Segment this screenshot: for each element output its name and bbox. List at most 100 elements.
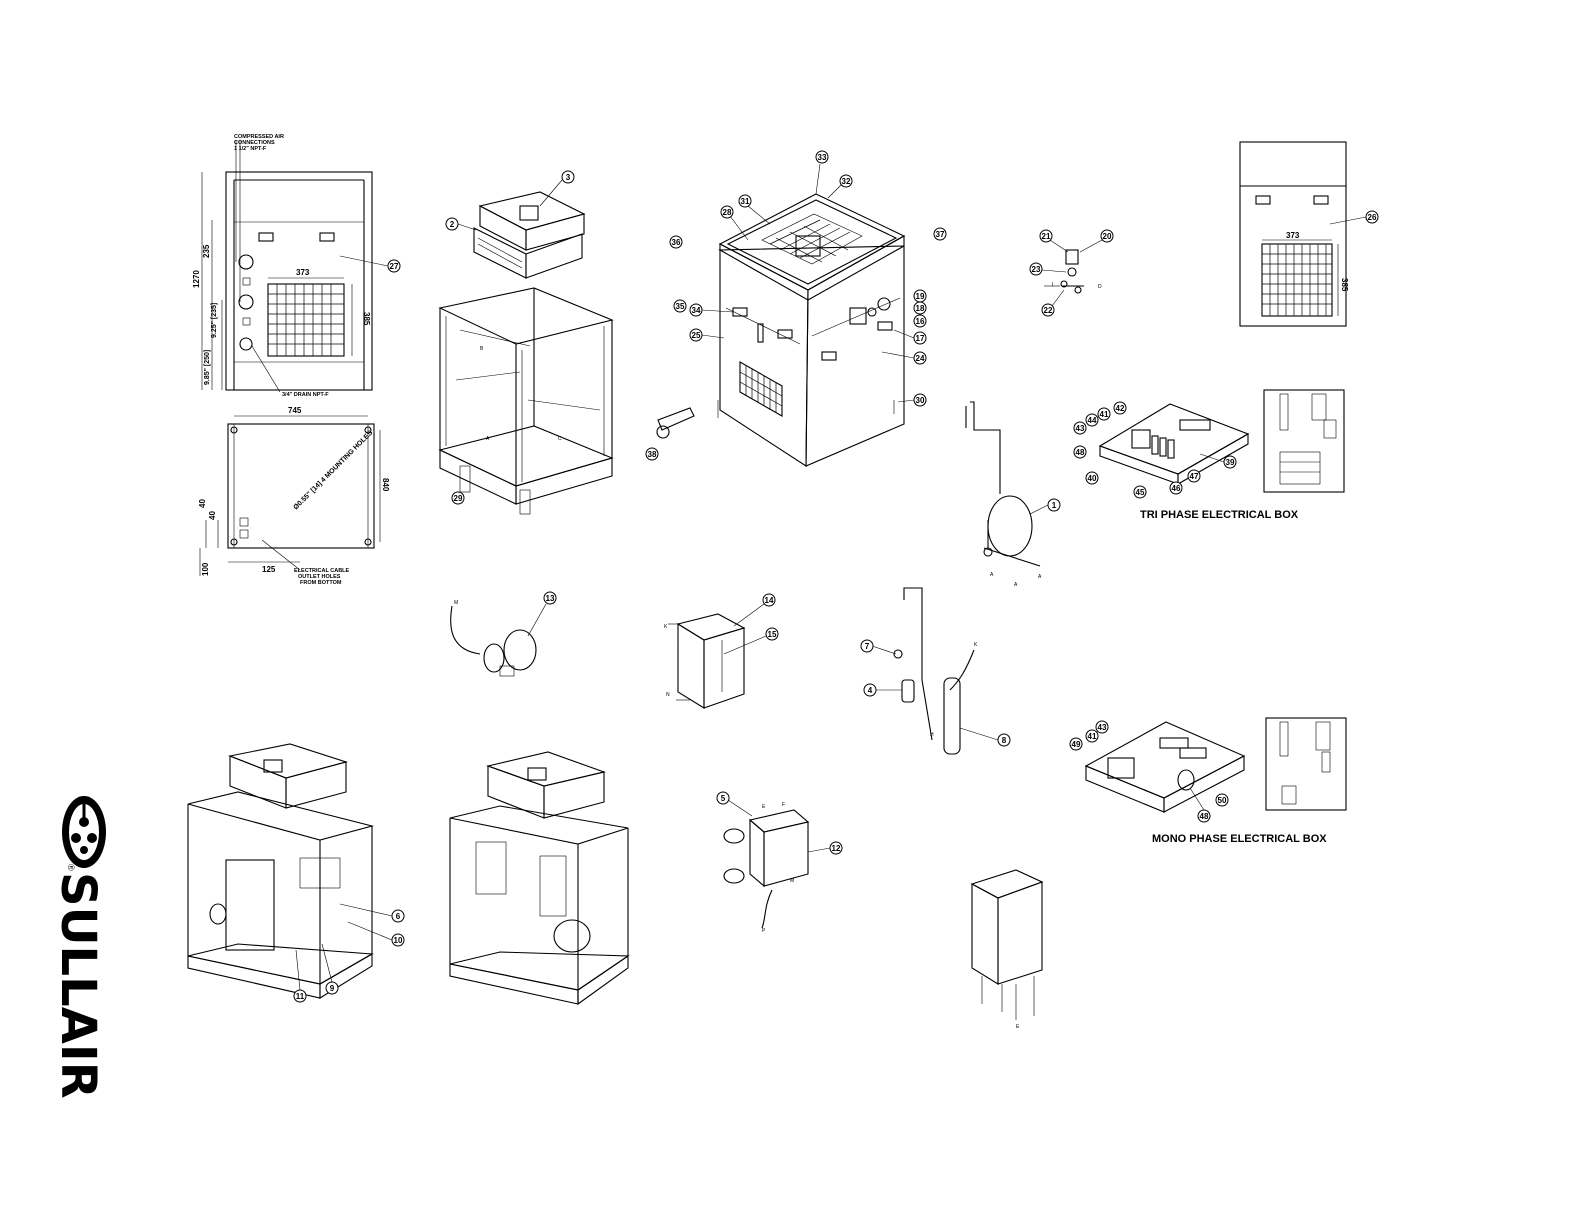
svg-text:22: 22: [1044, 306, 1053, 315]
sullair-emblem-icon: [62, 796, 106, 868]
svg-text:43: 43: [1076, 424, 1085, 433]
balloon-45: 45: [1133, 485, 1147, 499]
note-cable-3: FROM BOTTOM: [300, 580, 342, 586]
item-balloons: 27 3 2 29 33 32 31 28 37 36 35 34 25 19 …: [293, 150, 1379, 1003]
mono-phase-caption: MONO PHASE ELECTRICAL BOX: [1152, 833, 1327, 845]
registered-mark: ®: [66, 864, 76, 871]
dim-base-width: 745: [288, 406, 302, 415]
balloon-11: 11: [293, 949, 307, 1003]
svg-text:38: 38: [648, 450, 657, 459]
dim-overall-height: 1270: [192, 270, 201, 288]
frame-assembly: [438, 287, 614, 515]
dim-upper-offset: 235: [202, 244, 211, 258]
conn-e-2: E: [1016, 1024, 1020, 1030]
svg-text:13: 13: [546, 594, 555, 603]
balloon-5: 5: [716, 791, 753, 817]
svg-text:20: 20: [1103, 232, 1112, 241]
separator-assembly: [668, 613, 746, 709]
svg-text:33: 33: [818, 153, 827, 162]
svg-text:48: 48: [1200, 812, 1209, 821]
balloon-7: 7: [860, 639, 897, 655]
note-compressed-air-1: COMPRESSED AIR: [234, 134, 284, 140]
svg-text:26: 26: [1368, 213, 1377, 222]
svg-text:23: 23: [1032, 265, 1041, 274]
balloon-15: 15: [723, 627, 779, 655]
main-cabinet-assembly: [656, 193, 906, 468]
svg-text:50: 50: [1218, 796, 1227, 805]
svg-text:36: 36: [672, 238, 681, 247]
balloon-34: 34: [689, 303, 734, 317]
conn-k: K: [664, 624, 668, 630]
note-compressed-air-2: CONNECTIONS: [234, 140, 275, 146]
balloon-38: 38: [645, 447, 659, 461]
svg-text:5: 5: [721, 794, 726, 803]
svg-text:9: 9: [330, 984, 335, 993]
balloon-50: 50: [1215, 793, 1229, 807]
balloon-1: 1: [1029, 498, 1061, 515]
sullair-logo: SULLAIR ®: [50, 796, 106, 1099]
svg-text:48: 48: [1076, 448, 1085, 457]
tri-phase-box-drawing: TRI PHASE ELECTRICAL BOX: [1098, 389, 1345, 521]
svg-text:3: 3: [566, 173, 571, 182]
svg-text:10: 10: [394, 936, 403, 945]
svg-text:45: 45: [1136, 488, 1145, 497]
balloon-37: 37: [933, 227, 947, 241]
balloon-14: 14: [733, 593, 776, 627]
note-mounting-holes: Ø0.55" [14] 4 MOUNTING HOLES: [292, 429, 374, 511]
svg-text:11: 11: [296, 992, 305, 1001]
note-compressed-air-3: 1 1/2" NPT-F: [234, 146, 267, 152]
conn-b: B: [480, 346, 484, 352]
svg-text:44: 44: [1088, 416, 1097, 425]
tri-phase-caption: TRI PHASE ELECTRICAL BOX: [1140, 509, 1299, 521]
assembled-view-right: [449, 751, 630, 1006]
conn-a-2: A: [990, 572, 994, 578]
capacitor-component: [970, 869, 1044, 1020]
svg-text:31: 31: [741, 197, 750, 206]
svg-text:37: 37: [936, 230, 945, 239]
svg-text:41: 41: [1088, 732, 1097, 741]
svg-text:43: 43: [1098, 723, 1107, 732]
balloon-21: 21: [1039, 229, 1069, 253]
balloon-16: 16: [913, 314, 927, 328]
dim-cable-offset: 125: [262, 565, 276, 574]
balloon-4: 4: [863, 683, 902, 697]
balloon-12: 12: [807, 841, 843, 855]
svg-text:47: 47: [1190, 472, 1199, 481]
svg-text:27: 27: [390, 262, 399, 271]
balloon-46: 46: [1169, 481, 1183, 495]
dim-drain-height: 9.85" [250]: [204, 350, 211, 385]
valve-assembly: [1044, 249, 1084, 294]
balloon-33: 33: [815, 150, 829, 195]
cabinet-grille: [739, 361, 783, 417]
balloon-13: 13: [527, 591, 557, 637]
mono-phase-box-drawing: MONO PHASE ELECTRICAL BOX: [1084, 717, 1347, 845]
conn-e: E: [762, 804, 766, 810]
balloon-43: 43: [1073, 421, 1087, 435]
balloon-20: 20: [1079, 229, 1114, 253]
note-cable-2: OUTLET HOLES: [298, 574, 341, 580]
fan-condenser-assembly: [473, 191, 586, 279]
dim-inlet-height: 9.25" [235]: [211, 303, 218, 338]
balloon-3: 3: [539, 170, 575, 207]
dim-hole-offset-a: 40: [198, 499, 207, 508]
conn-c: C: [558, 436, 562, 442]
svg-text:41: 41: [1100, 410, 1109, 419]
svg-text:25: 25: [692, 331, 701, 340]
conn-p: P: [762, 928, 766, 934]
conn-a: A: [486, 436, 490, 442]
balloon-10: 10: [347, 921, 405, 947]
conn-m: M: [454, 600, 458, 606]
conn-a-4: A: [1038, 574, 1042, 580]
dim-front-width: 373: [296, 268, 310, 277]
balloon-23: 23: [1029, 262, 1067, 276]
svg-text:17: 17: [916, 334, 925, 343]
balloon-30: 30: [897, 393, 927, 407]
svg-text:28: 28: [723, 208, 732, 217]
balloon-49-mono: 49: [1069, 737, 1083, 751]
front-grille: [267, 283, 345, 357]
balloon-24: 24: [881, 351, 927, 365]
svg-text:30: 30: [916, 396, 925, 405]
balloon-9: 9: [321, 943, 339, 995]
balloon-47: 47: [1187, 469, 1201, 483]
